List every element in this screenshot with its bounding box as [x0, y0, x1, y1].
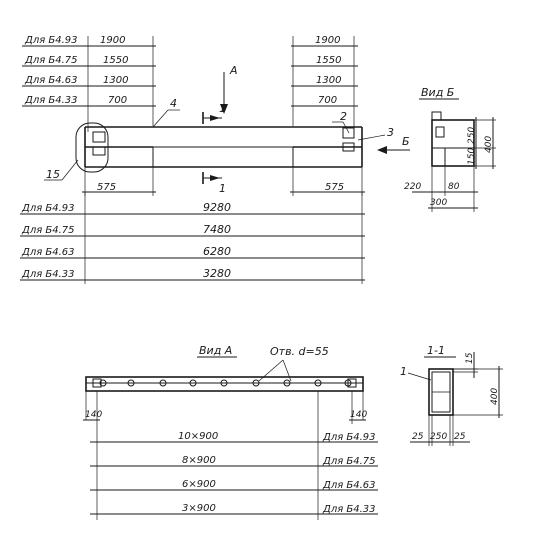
section-dim-15: 15 [465, 352, 475, 364]
top-right-value-2: 1300 [316, 75, 341, 86]
section-marker: 1 1 [202, 102, 226, 195]
callout-4: 4 [170, 97, 177, 110]
top-right-value-3: 700 [318, 95, 337, 106]
view-b-dim-300: 300 [430, 198, 447, 208]
view-b: Вид Б 250 150 400 220 80 300 [404, 86, 496, 212]
spacing-0: 10×900 [178, 431, 218, 442]
spacing-2: 6×900 [182, 479, 216, 490]
top-left-value-3: 700 [108, 95, 127, 106]
section-dim-25-left: 25 [412, 432, 424, 442]
section-dim-250: 250 [430, 432, 447, 442]
top-left-label-0: Для Б4.93 [24, 35, 78, 46]
section-dim-400: 400 [490, 388, 500, 405]
view-a-dim-140-left: 140 [85, 410, 102, 420]
callouts: 4 2 3 15 [44, 97, 394, 181]
view-a-arrow: А [220, 64, 238, 114]
spacing-label-1: Для Б4.75 [322, 456, 376, 467]
view-a-dim-140-right: 140 [350, 410, 367, 420]
view-a-arrow-label: А [229, 64, 238, 77]
section-mark-bottom: 1 [219, 182, 226, 195]
section-dim-25-right: 25 [454, 432, 466, 442]
view-a: Вид А Отв. d=55 140 140 [83, 344, 378, 520]
total-label-0: Для Б4.93 [21, 203, 75, 214]
top-left-label-3: Для Б4.33 [24, 95, 78, 106]
end-dims: 575 575 [82, 167, 365, 196]
callout-15: 15 [46, 168, 60, 181]
total-dimension-table: Для Б4.93 9280 Для Б4.75 7480 Для Б4.63 … [20, 192, 365, 284]
view-b-title: Вид Б [421, 86, 454, 99]
top-right-value-1: 1550 [316, 55, 341, 66]
view-b-dim-220: 220 [404, 182, 421, 192]
spacing-1: 8×900 [182, 455, 216, 466]
top-left-value-2: 1300 [103, 75, 128, 86]
top-left-value-1: 1550 [103, 55, 128, 66]
view-b-dim-400: 400 [484, 136, 494, 153]
end-dim-right: 575 [325, 182, 344, 193]
section-1-1: 1-1 1 15 400 25 250 25 [400, 344, 503, 446]
top-dimension-table: Для Б4.93 1900 Для Б4.75 1550 Для Б4.63 … [22, 35, 358, 132]
end-dim-left: 575 [97, 182, 116, 193]
total-label-1: Для Б4.75 [21, 225, 75, 236]
section-callout-1: 1 [400, 365, 407, 378]
top-right-value-0: 1900 [315, 35, 340, 46]
callout-3: 3 [387, 126, 394, 139]
top-left-label-2: Для Б4.63 [24, 75, 78, 86]
view-a-title: Вид А [199, 344, 232, 357]
total-value-1: 7480 [203, 223, 231, 236]
section-1-1-title: 1-1 [427, 344, 445, 357]
hole-label: Отв. d=55 [270, 345, 329, 358]
spacing-label-3: Для Б4.33 [322, 504, 376, 515]
spacing-label-0: Для Б4.93 [322, 432, 376, 443]
spacing-3: 3×900 [182, 503, 216, 514]
top-left-value-0: 1900 [100, 35, 125, 46]
view-b-arrow-label: Б [402, 135, 410, 148]
total-label-2: Для Б4.63 [21, 247, 75, 258]
total-value-2: 6280 [203, 245, 231, 258]
view-b-arrow: Б [377, 135, 410, 154]
view-b-dim-80: 80 [448, 182, 460, 192]
view-b-dim-250: 250 [467, 127, 477, 144]
section-mark-top: 1 [219, 102, 226, 115]
total-value-3: 3280 [203, 267, 231, 280]
total-label-3: Для Б4.33 [21, 269, 75, 280]
total-value-0: 9280 [203, 201, 231, 214]
spacing-label-2: Для Б4.63 [322, 480, 376, 491]
top-left-label-1: Для Б4.75 [24, 55, 78, 66]
beam-elevation [75, 122, 363, 173]
view-b-dim-150: 150 [467, 148, 477, 165]
callout-2: 2 [340, 110, 347, 123]
